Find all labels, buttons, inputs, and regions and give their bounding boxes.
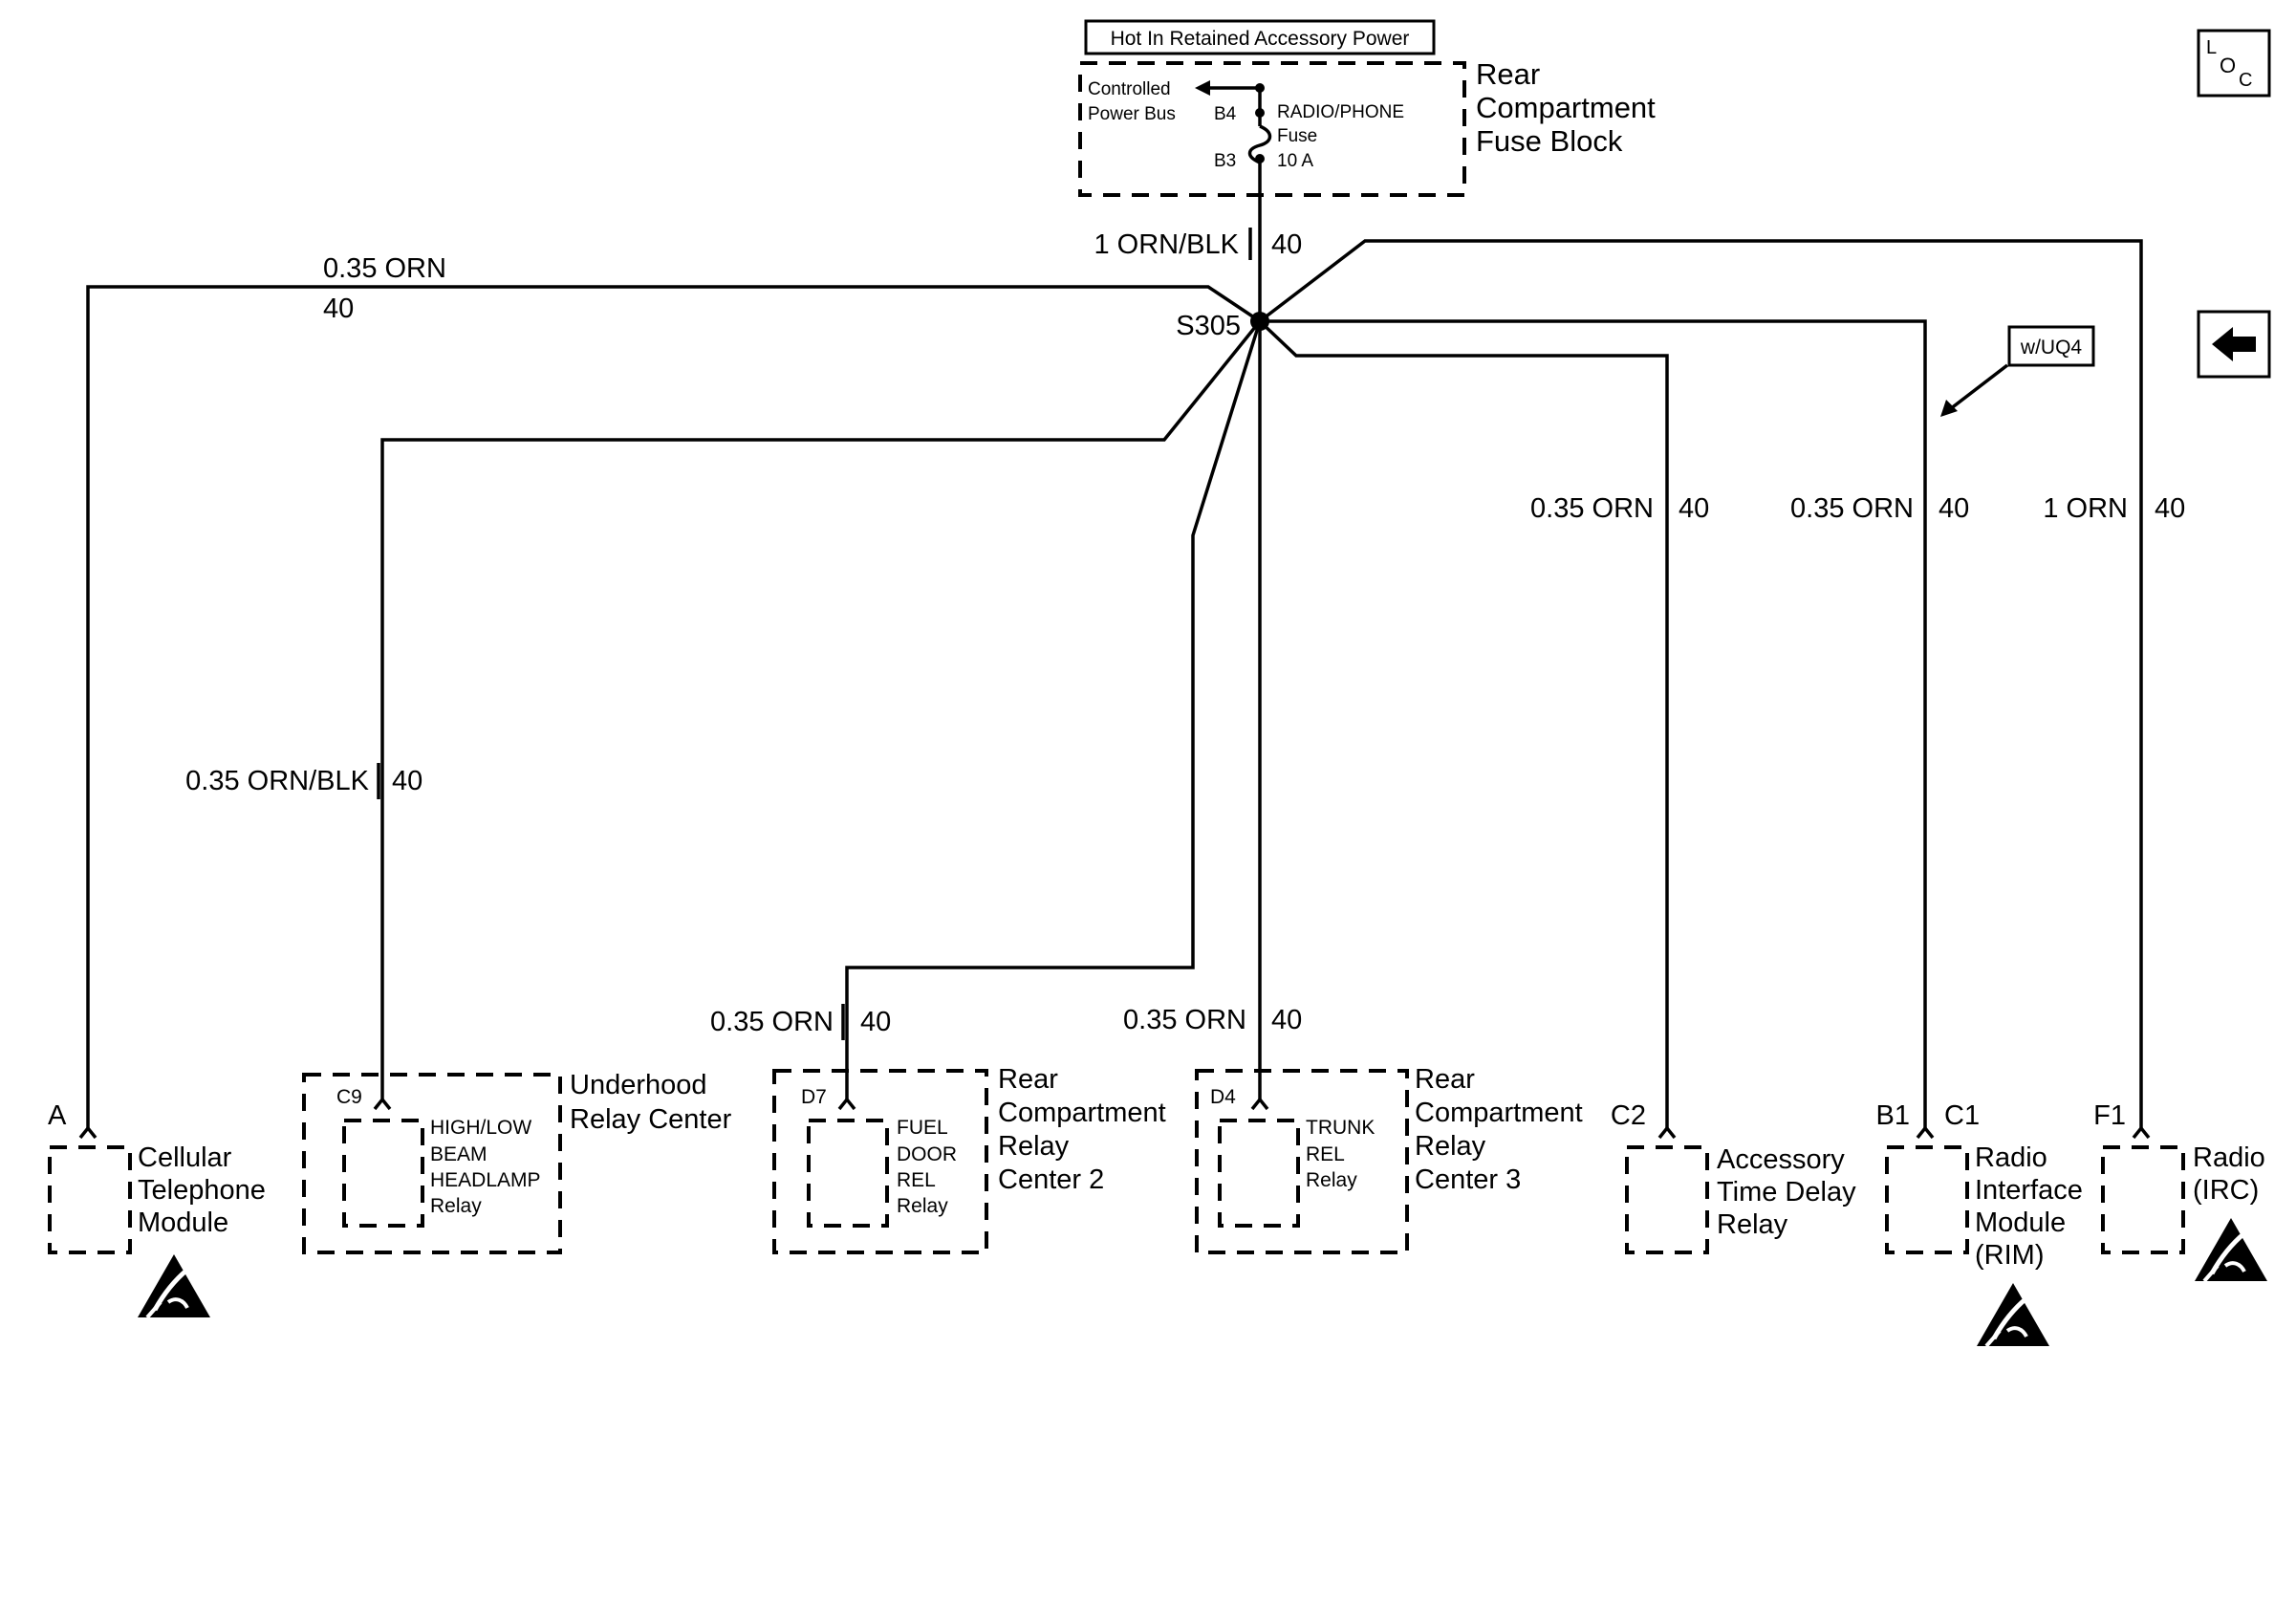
svg-text:L: L [2206,37,2217,58]
pin-d4: D4 [1210,1086,1236,1108]
bus-arrow-icon [1195,80,1210,96]
wire-rcrc2-gauge: 0.35 ORN [710,1007,834,1037]
pin-c9: C9 [336,1086,362,1108]
fuse-symbol [1247,124,1272,164]
wire-to-radio [1258,239,2143,1128]
component-name-line3: Module [1975,1208,2066,1238]
component-name-line1: Rear [1415,1064,1475,1095]
svg-text:w/UQ4: w/UQ4 [2020,337,2083,359]
pin-c1: C1 [1944,1100,1980,1131]
relay-name-line4: Relay [430,1195,482,1217]
component-name-line2: (IRC) [2193,1175,2259,1206]
component-name-line1: Underhood [570,1070,707,1100]
component-name-line2: Telephone [138,1175,266,1206]
location-icon[interactable]: L O C [2197,29,2271,98]
component-name-line2: Compartment [1415,1098,1583,1128]
pin-c2: C2 [1611,1100,1646,1131]
splice-label: S305 [1176,311,1241,341]
relay-name-line3: HEADLAMP [430,1169,541,1191]
rear-compartment-fuse-block: Controlled Power Bus B4 B3 RADIO/PHONE F… [1078,57,1656,197]
component-name-line3: Relay [1717,1209,1788,1240]
wire-rim-gauge: 0.35 ORN [1790,493,1914,524]
fuse-rating: 10 A [1277,151,1313,171]
component-name-line4: Center 3 [1415,1164,1521,1195]
component-radio-irc: F1 Radio (IRC) [2093,1100,2267,1281]
wire-to-accessory [1258,319,1669,1128]
svg-text:O: O [2220,54,2236,77]
wire-radio-gauge: 1 ORN [2043,493,2128,524]
back-arrow-icon[interactable] [2197,310,2271,379]
feed-wire-gauge: 1 ORN/BLK [1094,229,1240,260]
wire-radio-circuit: 40 [2155,493,2185,524]
relay-name-line1: HIGH/LOW [430,1117,531,1139]
component-name-line1: Cellular [138,1142,232,1173]
fuse-block-name-line3: Fuse Block [1476,124,1623,158]
fuse-block-name-line1: Rear [1476,57,1540,91]
relay-name-line3: Relay [1306,1169,1357,1191]
component-name-line2: Compartment [998,1098,1166,1128]
component-name-line2: Interface [1975,1175,2083,1206]
wire-rcrc3-circuit: 40 [1271,1005,1302,1035]
component-name-line2: Time Delay [1717,1177,1856,1208]
component-name-line4: (RIM) [1975,1240,2044,1271]
wire-accessory-gauge: 0.35 ORN [1530,493,1654,524]
esd-warning-icon [138,1254,210,1317]
wire-accessory-circuit: 40 [1679,493,1709,524]
pin-d7: D7 [801,1086,827,1108]
pin-b1: B1 [1876,1100,1910,1131]
wire-rcrc3-gauge: 0.35 ORN [1123,1005,1246,1035]
relay-name-line2: REL [1306,1143,1345,1165]
relay-name-line2: BEAM [430,1143,487,1165]
svg-text:Hot In Retained Accessory Powe: Hot In Retained Accessory Power [1111,28,1410,50]
component-rear-compartment-relay-center-3: D4 TRUNK REL Relay Rear Compartment Rela… [1195,1064,1583,1254]
wire-to-cellular [86,285,1261,1128]
option-tag-uq4: w/UQ4 [1940,325,2095,417]
pin-a: A [48,1100,67,1131]
fuse-name-line1: RADIO/PHONE [1277,102,1404,122]
component-name-line3: Relay [998,1131,1070,1162]
wire-rcrc2-circuit: 40 [860,1007,891,1037]
component-name-line3: Relay [1415,1131,1486,1162]
wire-cellular-gauge: 0.35 ORN [323,253,446,284]
wire-to-underhood [380,319,1262,1099]
component-name-line1: Rear [998,1064,1058,1095]
svg-text:C: C [2239,70,2252,91]
component-name-line1: Accessory [1717,1144,1845,1175]
relay-name-line1: TRUNK [1306,1117,1375,1139]
component-underhood-relay-center: C9 HIGH/LOW BEAM HEADLAMP Relay Underhoo… [302,1070,732,1254]
fuse-pin-bottom: B3 [1214,151,1236,171]
wire-rim-circuit: 40 [1939,493,1969,524]
component-name-line4: Center 2 [998,1164,1104,1195]
relay-name-line4: Relay [897,1195,948,1217]
relay-name-line1: FUEL [897,1117,948,1139]
component-cellular-telephone-module: A Cellular Telephone Module [48,1100,266,1317]
wire-to-rcrc2 [845,320,1262,1099]
wire-to-rim [1260,319,1927,1128]
pin-f1: F1 [2093,1100,2126,1131]
component-accessory-time-delay-relay: C2 Accessory Time Delay Relay [1611,1100,1856,1254]
esd-warning-icon [2195,1218,2267,1281]
relay-name-line2: DOOR [897,1143,957,1165]
esd-warning-icon [1977,1283,2049,1346]
component-name-line2: Relay Center [570,1104,732,1135]
component-name-line1: Radio [2193,1142,2265,1173]
fuse-name-line2: Fuse [1277,126,1317,146]
controlled-power-bus-label-line1: Controlled [1088,79,1171,99]
feed-wire-circuit: 40 [1271,229,1302,260]
hot-in-retained-accessory-power-label: Hot In Retained Accessory Power [1084,19,1436,55]
component-name-line1: Radio [1975,1142,2047,1173]
component-radio-interface-module: B1 C1 Radio Interface Module (RIM) [1876,1100,2083,1346]
fuse-pin-top: B4 [1214,104,1237,124]
wire-underhood-circuit: 40 [392,766,422,796]
wire-cellular-circuit: 40 [323,294,354,324]
controlled-power-bus-label-line2: Power Bus [1088,104,1176,124]
relay-name-line3: REL [897,1169,936,1191]
fuse-block-name-line2: Compartment [1476,91,1656,124]
component-name-line3: Module [138,1208,228,1238]
component-rear-compartment-relay-center-2: D7 FUEL DOOR REL Relay Rear Compartment … [772,1064,1166,1254]
wire-underhood-gauge: 0.35 ORN/BLK [185,766,369,796]
